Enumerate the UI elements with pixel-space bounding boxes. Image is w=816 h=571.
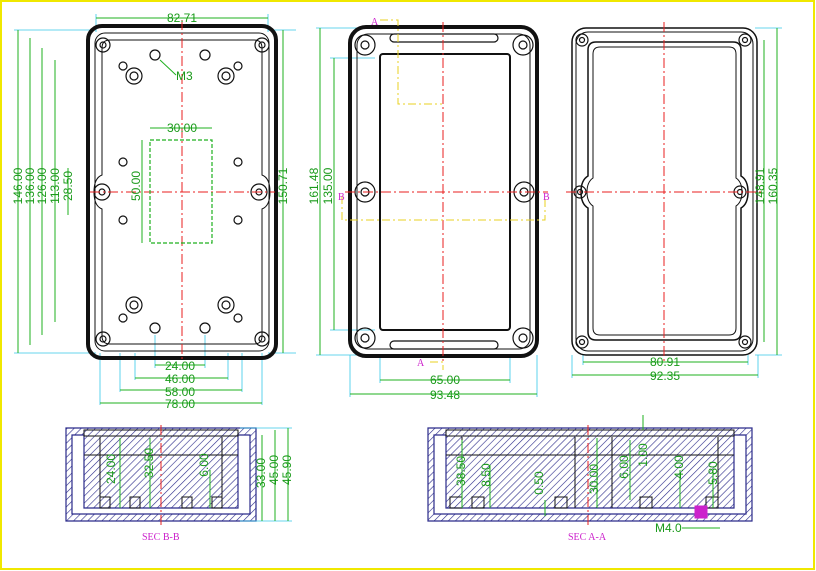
- sec-aa-dim-4: 6.00: [617, 455, 631, 479]
- label-b-left: B: [338, 192, 345, 203]
- sec-aa-dim-3: 30.00: [587, 464, 601, 494]
- sec-aa-dim-2: 0.50: [532, 471, 546, 495]
- dim-left-1: 136.00: [23, 167, 37, 204]
- dim-right-bottom-1: 92.35: [650, 369, 680, 383]
- sec-aa-title: SEC A-A: [568, 532, 607, 543]
- dim-top-width: 82.71: [167, 11, 197, 25]
- sec-aa-dim-0: 38.50: [454, 456, 468, 486]
- section-aa: 38.50 8.50 0.50 30.00 6.00 1.00 4.00 5.8…: [427, 415, 753, 543]
- top-view: 82.71 M3 146.00 136.00 126.00 113.00 28.…: [11, 11, 296, 411]
- dim-left-2: 126.00: [35, 167, 49, 204]
- dim-bottom-2: 58.00: [165, 385, 195, 399]
- dim-right-bottom-0: 80.91: [650, 355, 680, 369]
- sec-bb-dim-4: 45.00: [267, 455, 281, 485]
- dim-right-150: 150.71: [276, 167, 290, 204]
- sec-bb-title: SEC B-B: [142, 532, 180, 543]
- label-b-right: B: [543, 192, 550, 203]
- sec-bb-dim-3: 33.00: [254, 458, 268, 488]
- sec-aa-dim-m4: M4.0: [655, 521, 682, 535]
- dim-bottom-1: 46.00: [165, 372, 195, 386]
- section-bb: 24.00 32.50 6.00 33.00 45.00 45.90 SEC B…: [65, 425, 294, 543]
- right-view: 148.91 160.35 80.91 92.35: [566, 22, 782, 383]
- dim-m3: M3: [176, 69, 193, 83]
- dim-mid-bottom-0: 65.00: [430, 373, 460, 387]
- dim-left-3: 113.00: [48, 168, 62, 204]
- dim-left-0: 146.00: [11, 167, 25, 204]
- sec-bb-dim-5: 45.90: [280, 455, 294, 485]
- dim-right-1: 160.35: [766, 167, 780, 204]
- dim-mid-left-1: 135.00: [321, 167, 335, 204]
- sec-aa-dim-6: 4.00: [672, 455, 686, 479]
- dim-right-0: 148.91: [753, 167, 767, 204]
- sec-bb-dim-0: 24.00: [104, 454, 118, 484]
- sec-aa-dim-1: 8.50: [479, 463, 493, 487]
- dim-mid-left-0: 161.48: [307, 167, 321, 204]
- dim-bottom-3: 78.00: [165, 397, 195, 411]
- sec-bb-dim-2: 6.00: [197, 453, 211, 477]
- label-a-bottom: A: [417, 358, 425, 369]
- dim-mid-bottom-1: 93.48: [430, 388, 460, 402]
- sec-aa-dim-5: 1.00: [636, 443, 650, 467]
- dim-bottom-0: 24.00: [165, 359, 195, 373]
- label-a-top: A: [371, 17, 379, 28]
- dim-left-4: 28.50: [61, 171, 75, 201]
- sec-bb-dim-1: 32.50: [142, 448, 156, 478]
- sec-aa-dim-7: 5.80: [706, 461, 720, 485]
- middle-view: A A B B 161.48 135.00 65.00 93.48: [307, 17, 550, 402]
- dim-inner-30: 30.00: [167, 121, 197, 135]
- dim-inner-50: 50.00: [129, 171, 143, 201]
